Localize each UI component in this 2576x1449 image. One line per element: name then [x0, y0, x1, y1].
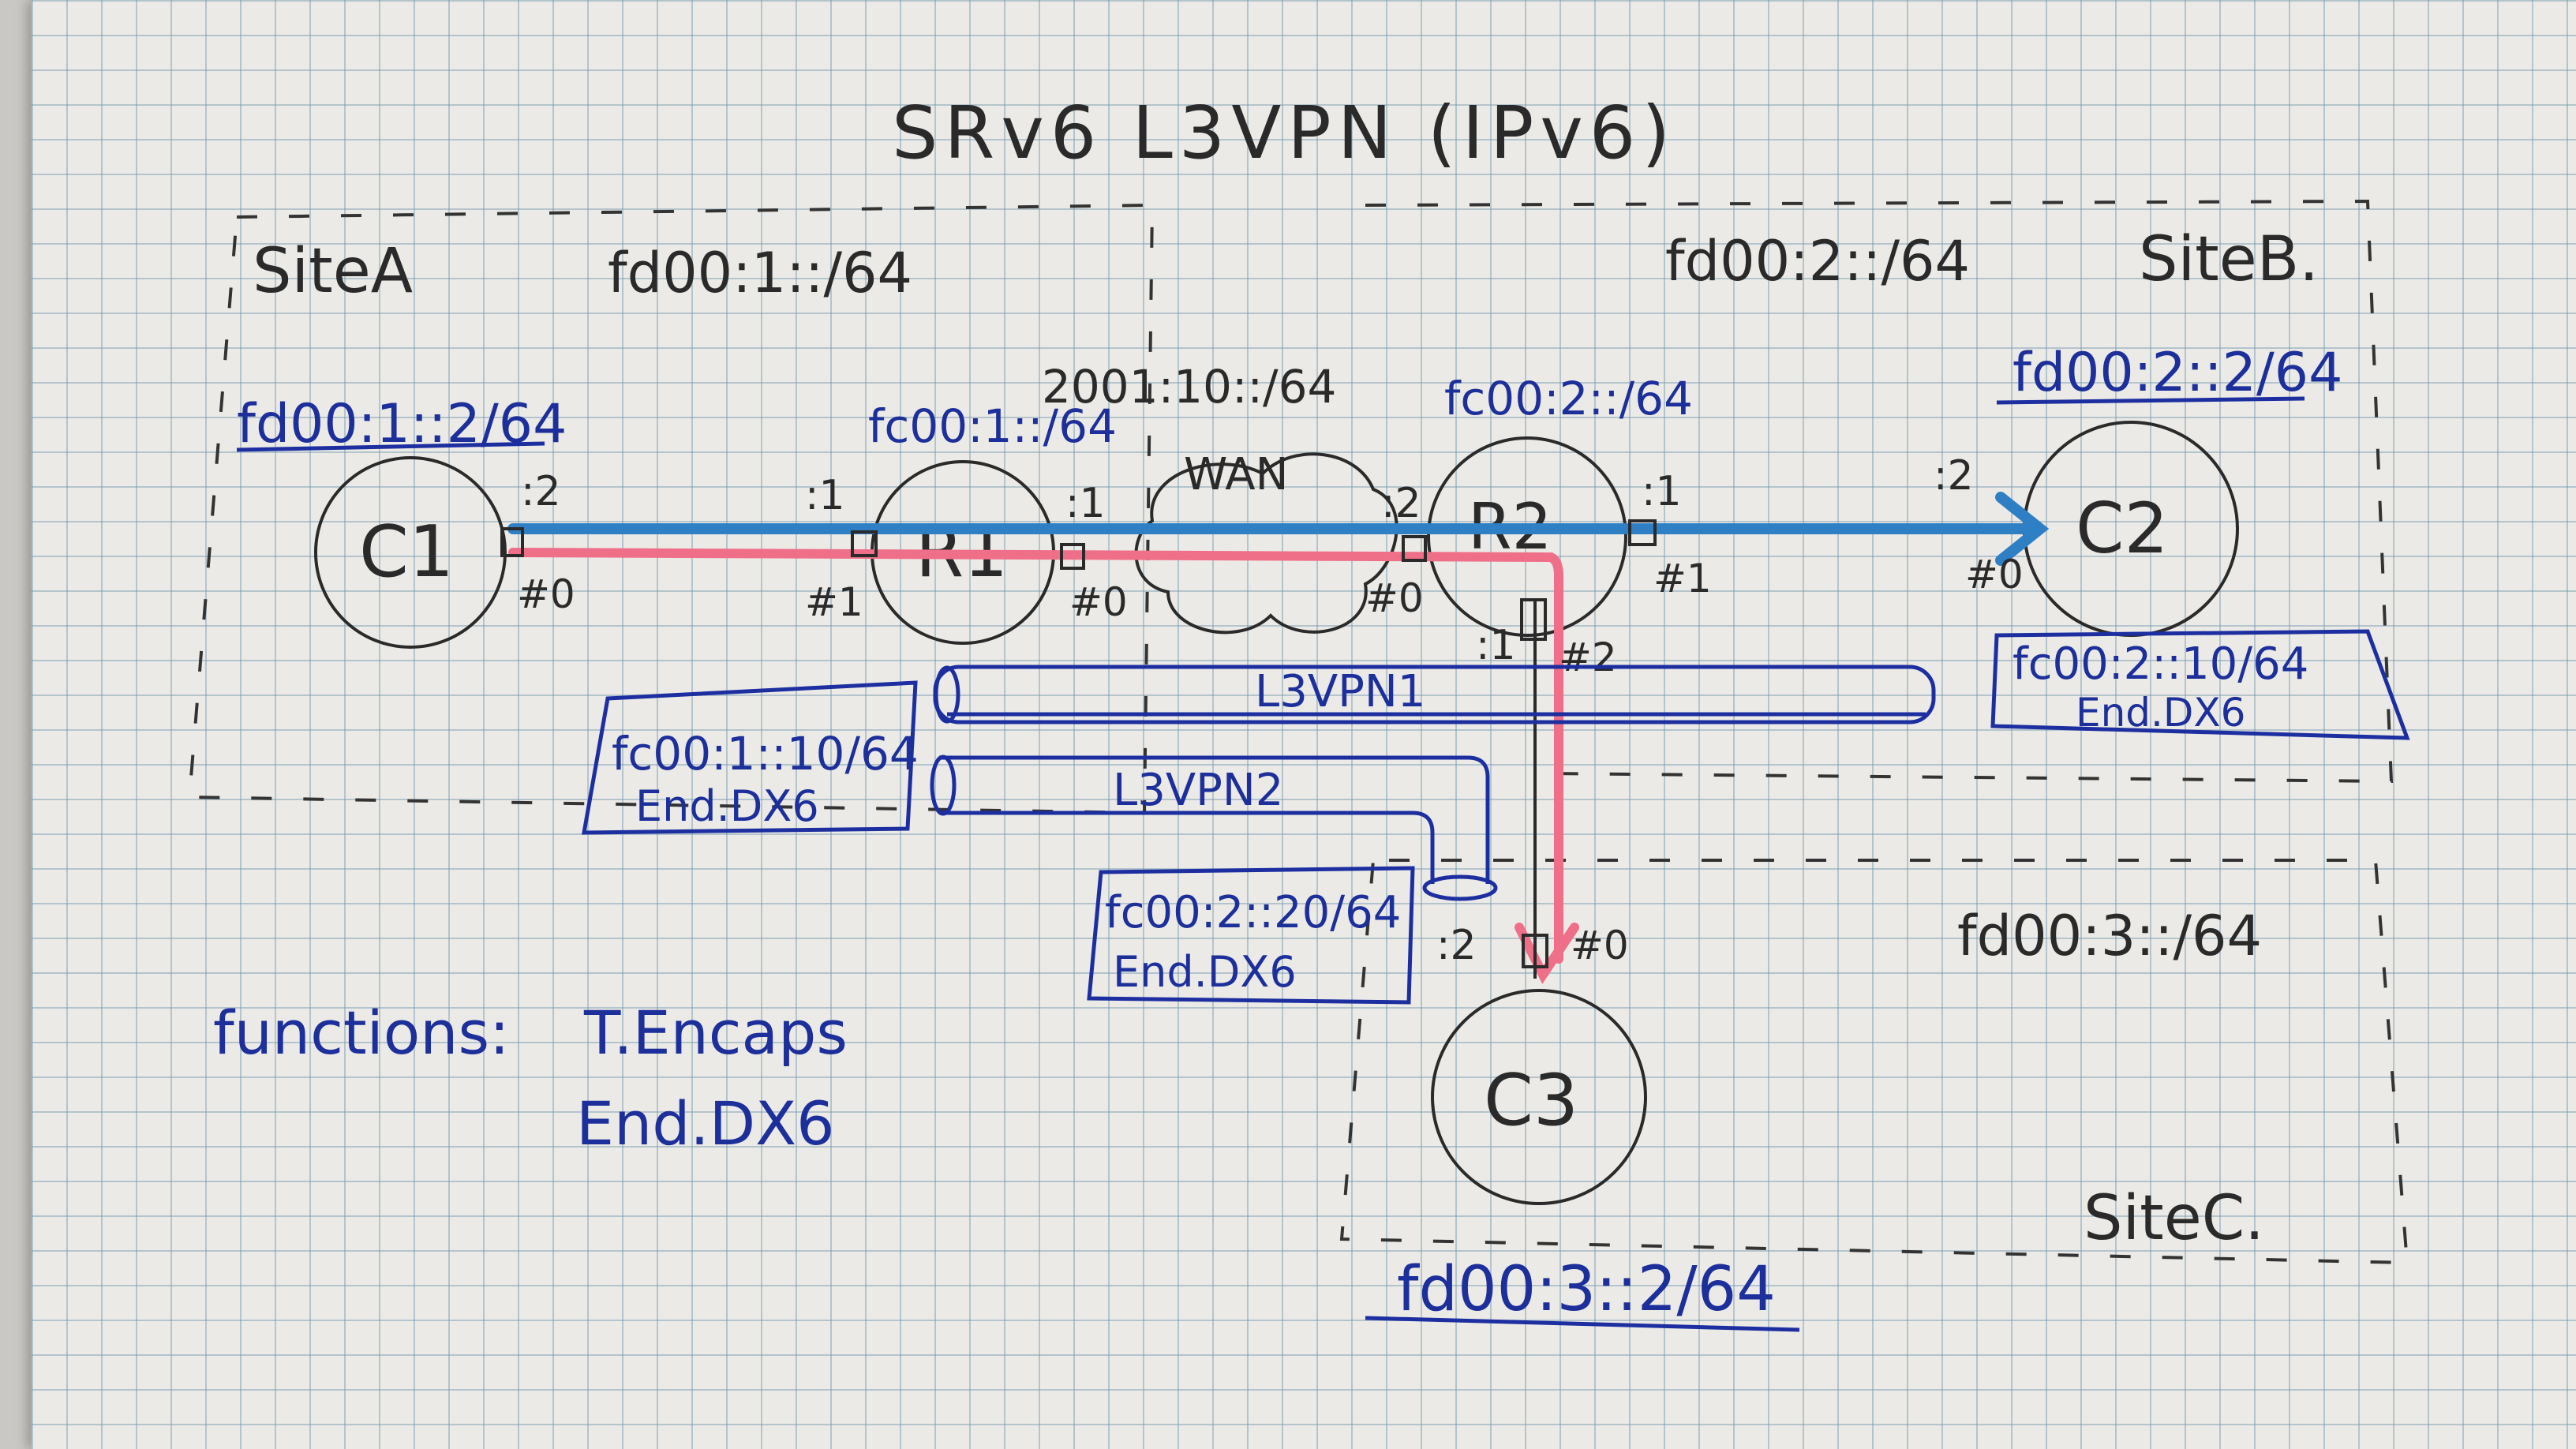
r2-left-port	[1402, 535, 1427, 562]
site-a-label: SiteA	[253, 236, 413, 307]
c3-port-if: #0	[1571, 923, 1629, 968]
r2-c3-sid: fc00:2::20/64	[1105, 887, 1401, 938]
c2-port-if: #0	[1965, 552, 2024, 597]
r2-right-port	[1628, 519, 1657, 546]
c3-port	[1522, 934, 1548, 968]
r2-locator: fc00:2::/64	[1444, 372, 1693, 425]
c3-label: C3	[1484, 1059, 1578, 1142]
r1-sid: fc00:1::10/64	[612, 727, 919, 781]
r2-left-port-if: #0	[1365, 575, 1424, 621]
site-b-label: SiteB.	[2139, 224, 2319, 295]
c1-port-addr: :2	[521, 468, 561, 515]
functions-label: functions:	[213, 998, 510, 1068]
r1-left-port	[851, 530, 878, 557]
sid-box-r2-c3: fc00:2::20/64 End.DX6	[1087, 866, 1415, 1005]
site-c-label: SiteC.	[2084, 1183, 2264, 1254]
c1-port-if: #0	[517, 571, 575, 617]
c2-label: C2	[2076, 488, 2168, 569]
tunnel-l3vpn1-label: L3VPN1	[1255, 666, 1425, 717]
r2-left-port-addr: :2	[1381, 480, 1421, 527]
page-title: SRv6 L3VPN (IPv6)	[892, 91, 1676, 175]
r1-right-port-addr: :1	[1065, 480, 1106, 527]
tunnel-l3vpn2-label: L3VPN2	[1113, 765, 1283, 816]
function-item-dx6: End.DX6	[576, 1088, 835, 1159]
arrow-to-c3	[1515, 923, 1579, 984]
sid-box-r1: fc00:1::10/64 End.DX6	[582, 680, 919, 835]
tunnel-l3vpn2	[930, 754, 1498, 901]
r2-c2-sid-behavior: End.DX6	[2076, 690, 2245, 736]
site-a-prefix: fd00:1::/64	[608, 241, 912, 305]
r1-left-port-addr: :1	[805, 472, 845, 519]
c2-port-addr: :2	[1934, 452, 1974, 500]
c2-address-underline	[1996, 396, 2305, 405]
c1-address-underline	[236, 441, 545, 452]
site-b-prefix: fd00:2::/64	[1665, 229, 1970, 294]
c2-address: fd00:2::2/64	[2012, 342, 2342, 404]
path-c1-c3-red	[508, 548, 1563, 964]
wan-prefix: 2001:10::/64	[1042, 360, 1336, 414]
r1-right-port-if: #0	[1069, 579, 1128, 625]
c1-label: C1	[359, 511, 454, 593]
r2-c3-sid-behavior: End.DX6	[1113, 947, 1297, 997]
tunnel-l3vpn1	[933, 665, 1936, 724]
r1-locator: fc00:1::/64	[868, 399, 1117, 453]
arrow-to-c2	[1995, 492, 2050, 566]
c3-address: fd00:3::2/64	[1397, 1254, 1776, 1325]
wan-label: WAN	[1184, 449, 1289, 500]
c1-node	[314, 456, 507, 649]
c1-port	[500, 527, 524, 557]
sid-box-r2-c2: fc00:2::10/64 End.DX6	[1990, 629, 2410, 740]
site-c-prefix: fd00:3::/64	[1957, 904, 2262, 968]
function-item-encaps: T.Encaps	[583, 998, 848, 1068]
c3-node	[1431, 989, 1647, 1205]
r2-down-port	[1520, 598, 1547, 641]
r2-right-port-if: #1	[1653, 556, 1712, 601]
r1-sid-behavior: End.DX6	[635, 781, 819, 831]
r2-node	[1427, 436, 1627, 637]
r1-left-port-if: #1	[805, 579, 863, 625]
r2-right-port-addr: :1	[1642, 468, 1682, 515]
graph-paper	[32, 0, 2576, 1449]
wan-cloud	[1134, 452, 1398, 635]
c3-address-underline	[1365, 1316, 1800, 1332]
r1-right-port	[1060, 543, 1085, 570]
r2-c2-sid: fc00:2::10/64	[2012, 638, 2308, 690]
r2-down-port-if: #2	[1559, 635, 1617, 680]
r2-down-port-addr: :1	[1476, 622, 1516, 669]
c3-port-addr: :2	[1436, 922, 1477, 969]
